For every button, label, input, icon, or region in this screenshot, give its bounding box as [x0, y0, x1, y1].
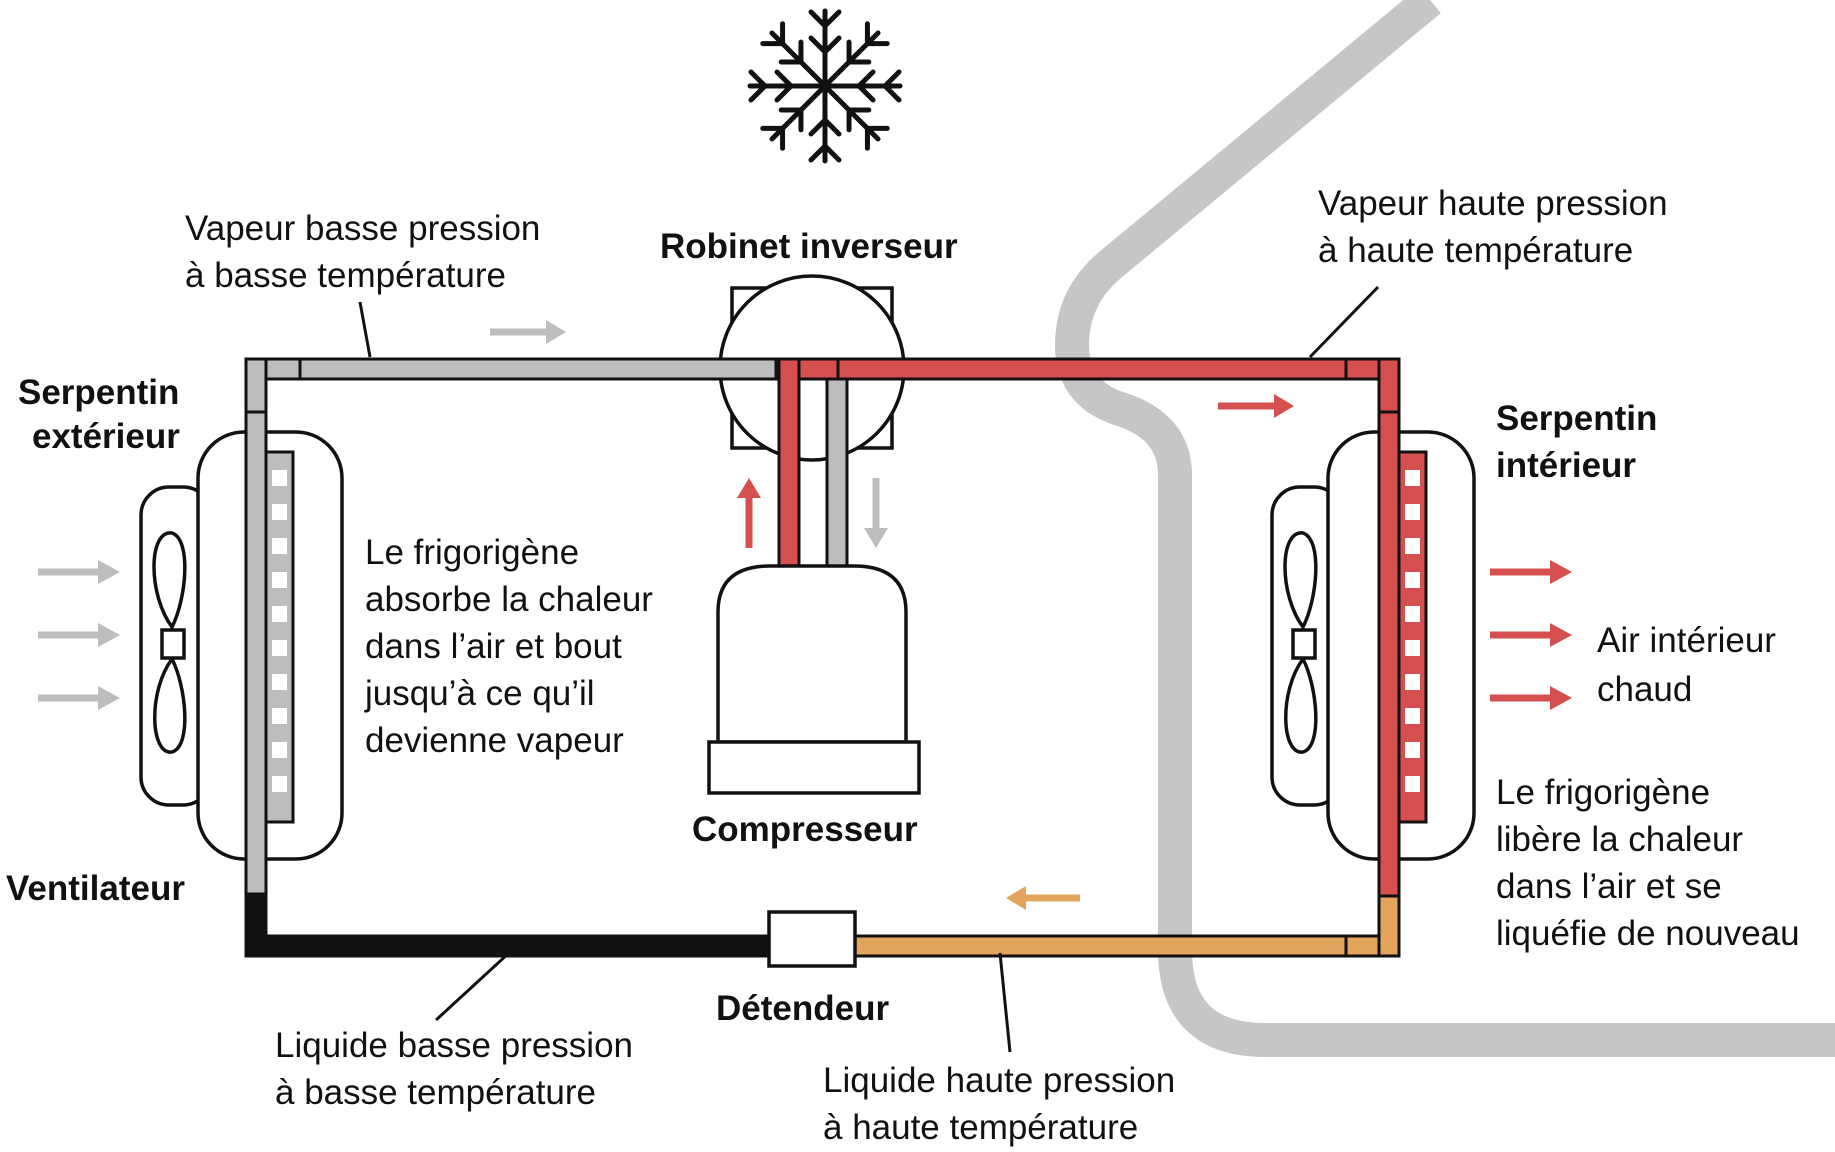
release-heat-description: Le frigorigène libère la chaleur dans l’… [1496, 773, 1800, 953]
indoor-coil-label: Serpentin intérieur [1496, 399, 1667, 485]
label-line: chaud [1597, 670, 1692, 709]
label-line: à haute température [823, 1108, 1138, 1147]
label-line: Vapeur haute pression [1318, 184, 1668, 223]
flow-arrows [38, 320, 1572, 910]
compressor [707, 564, 921, 795]
arrow-up-icon [737, 478, 761, 548]
arrow-right-icon [38, 560, 120, 584]
low-pressure-vapor-label: Vapeur basse pression à basse températur… [185, 209, 550, 295]
label-line: liquéfie de nouveau [1496, 914, 1800, 953]
label-line: Liquide basse pression [275, 1026, 633, 1065]
arrow-right-icon [490, 320, 566, 344]
label-line: à basse température [275, 1073, 596, 1112]
arrow-right-icon [1490, 686, 1572, 710]
arrow-left-icon [1006, 886, 1080, 910]
label-line: Liquide haute pression [823, 1061, 1175, 1100]
arrow-right-icon [1490, 623, 1572, 647]
arrow-right-icon [1218, 394, 1294, 418]
fan-icon [152, 531, 187, 754]
label-line: dans l’air et bout [365, 627, 622, 666]
high-pressure-liquid-label: Liquide haute pression à haute températu… [823, 1061, 1185, 1147]
label-line: dans l’air et se [1496, 867, 1722, 906]
indoor-coil-pipe [1377, 357, 1401, 898]
label-line: intérieur [1496, 446, 1636, 485]
warm-air-label: Air intérieur chaud [1597, 621, 1786, 709]
label-line: Air intérieur [1597, 621, 1776, 660]
high-pressure-vapor-label: Vapeur haute pression à haute températur… [1318, 184, 1677, 270]
low-pressure-liquid-label: Liquide basse pression à basse températu… [275, 1026, 643, 1112]
label-line: Vapeur basse pression [185, 209, 540, 248]
indoor-unit [1270, 430, 1476, 861]
high-pressure-liquid-pipe [840, 934, 1401, 958]
label-line: extérieur [32, 417, 180, 456]
low-pressure-vapor-pipe [244, 357, 778, 381]
reversing-valve-label: Robinet inverseur [660, 227, 958, 266]
absorb-heat-description: Le frigorigène absorbe la chaleur dans l… [364, 533, 663, 760]
outdoor-coil-fin-gaps [272, 470, 287, 792]
label-line: à basse température [185, 256, 506, 295]
label-line: absorbe la chaleur [365, 580, 653, 619]
label-line: libère la chaleur [1496, 820, 1743, 859]
house-outline [1055, 0, 1835, 1057]
low-pressure-liquid-pipe [244, 934, 783, 958]
arrow-right-icon [1490, 560, 1572, 584]
label-line: devienne vapeur [365, 721, 624, 760]
fan-label: Ventilateur [6, 869, 185, 908]
compressor-discharge-pipe [777, 357, 801, 572]
label-line: Le frigorigène [365, 533, 579, 572]
compressor-label: Compresseur [692, 810, 918, 849]
high-pressure-vapor-pipe [777, 357, 1401, 381]
outdoor-unit [139, 430, 344, 861]
snowflake-icon [747, 8, 903, 164]
fan-icon [1283, 531, 1318, 754]
expansion-valve [767, 910, 857, 968]
indoor-coil-fin-gaps [1405, 470, 1420, 792]
leader-lines [358, 285, 1380, 1053]
label-line: Serpentin [1496, 399, 1657, 438]
label-line: jusqu’à ce qu’il [364, 674, 595, 713]
refrigerant-pipes [244, 357, 1401, 958]
label-line: à haute température [1318, 231, 1633, 270]
label-line: Le frigorigène [1496, 773, 1710, 812]
outdoor-coil-pipe [244, 357, 268, 896]
compressor-return-pipe [825, 377, 849, 572]
arrow-right-icon [38, 623, 120, 647]
label-line: Serpentin [18, 373, 179, 412]
arrow-down-icon [864, 478, 888, 548]
arrow-right-icon [38, 686, 120, 710]
outdoor-coil-label: Serpentin extérieur [18, 373, 189, 456]
expansion-valve-label: Détendeur [716, 989, 889, 1028]
